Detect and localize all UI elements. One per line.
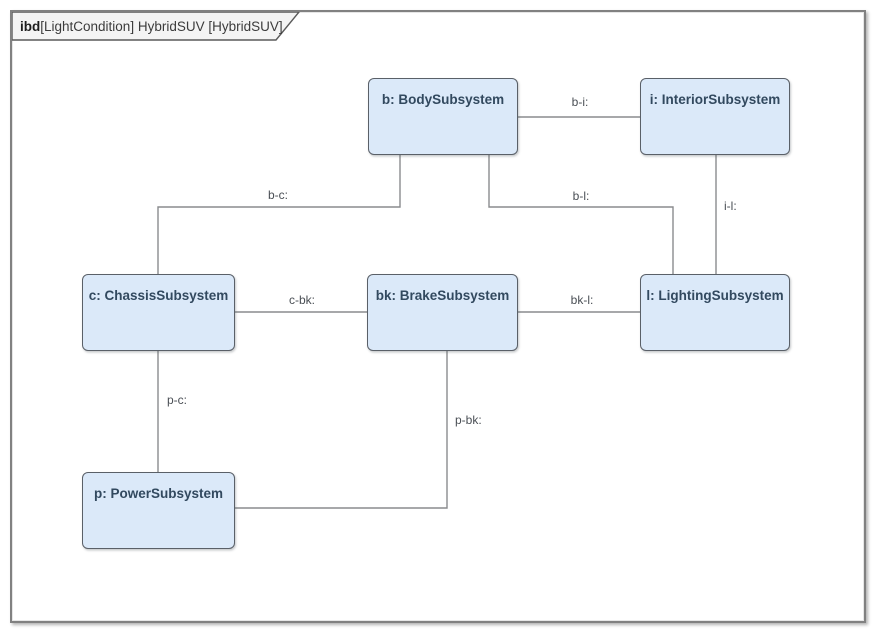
- connector-label-i-l[interactable]: i-l:: [724, 199, 737, 213]
- frame-tab: [12, 12, 300, 41]
- frame-tab-shape: [12, 12, 300, 41]
- block-label: b: BodySubsystem: [381, 92, 505, 107]
- block-brake-subsystem[interactable]: bk: BrakeSubsystem: [367, 274, 518, 351]
- connector-label-bk-l[interactable]: bk-l:: [570, 293, 594, 307]
- block-label: bk: BrakeSubsystem: [375, 288, 510, 303]
- connector-label-p-bk[interactable]: p-bk:: [455, 413, 482, 427]
- connector-label-b-l[interactable]: b-l:: [572, 189, 590, 203]
- block-interior-subsystem[interactable]: i: InteriorSubsystem: [640, 78, 790, 155]
- connector-label-c-bk[interactable]: c-bk:: [288, 293, 315, 307]
- block-label: p: PowerSubsystem: [93, 486, 224, 501]
- connector-label-b-i[interactable]: b-i:: [571, 95, 589, 109]
- frame-tab-title: ibd[LightCondition] HybridSUV [HybridSUV…: [20, 16, 283, 38]
- block-lighting-subsystem[interactable]: l: LightingSubsystem: [640, 274, 790, 351]
- block-power-subsystem[interactable]: p: PowerSubsystem: [82, 472, 235, 549]
- block-chassis-subsystem[interactable]: c: ChassisSubsystem: [82, 274, 235, 351]
- frame-title: [LightCondition] HybridSUV [HybridSUV]: [40, 19, 283, 34]
- connector-b-c[interactable]: [157, 155, 401, 274]
- block-label: i: InteriorSubsystem: [649, 92, 781, 107]
- frame-keyword: ibd: [20, 19, 41, 34]
- connector-b-l[interactable]: [488, 155, 674, 274]
- block-body-subsystem[interactable]: b: BodySubsystem: [368, 78, 518, 155]
- block-label: l: LightingSubsystem: [646, 288, 784, 303]
- connector-p-bk[interactable]: [235, 351, 448, 509]
- block-label: c: ChassisSubsystem: [88, 288, 229, 303]
- connector-label-b-c[interactable]: b-c:: [267, 188, 288, 202]
- connector-label-p-c[interactable]: p-c:: [167, 393, 188, 407]
